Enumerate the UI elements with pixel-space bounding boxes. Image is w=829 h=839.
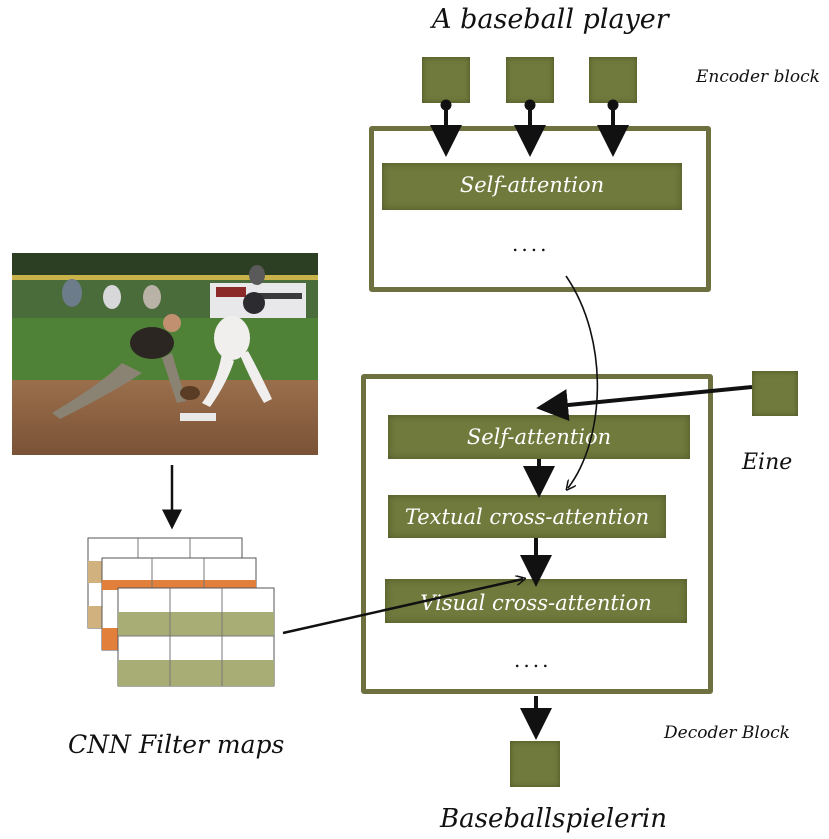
decoder-self-attention-layer: Self-attention xyxy=(388,415,690,459)
decoder-input-token xyxy=(752,371,798,416)
encoder-token-1 xyxy=(422,57,470,103)
decoder-output-token xyxy=(510,741,560,787)
cnn-filter-maps xyxy=(87,537,275,687)
cnn-to-visual-arrow xyxy=(282,579,523,635)
encoder-token-3 xyxy=(589,57,637,103)
textual-cross-attention-layer: Textual cross-attention xyxy=(388,495,666,538)
decoder-block xyxy=(361,374,713,694)
encoder-ellipsis: .... xyxy=(512,232,550,256)
encoder-token-2 xyxy=(506,57,554,103)
baseball-photo xyxy=(12,253,318,455)
encoder-self-attention-layer: Self-attention xyxy=(382,163,682,210)
decoder-input-token-label: Eine xyxy=(742,450,793,475)
feature-map-front xyxy=(117,587,275,687)
decoder-block-label: Decoder Block xyxy=(664,723,790,743)
encoder-input-text: A baseball player xyxy=(432,4,669,35)
decoder-token-arrow xyxy=(536,385,753,421)
decoder-ellipsis: .... xyxy=(514,648,552,672)
cnn-filter-maps-caption: CNN Filter maps xyxy=(68,730,285,759)
encoder-to-cross-attention-arrow xyxy=(566,275,599,488)
encoder-token-arrows xyxy=(430,99,629,157)
decoder-output-label: Baseballspielerin xyxy=(440,804,667,834)
encoder-block-label: Encoder block xyxy=(696,67,820,87)
visual-cross-attention-layer: Visual cross-attention xyxy=(385,579,687,623)
